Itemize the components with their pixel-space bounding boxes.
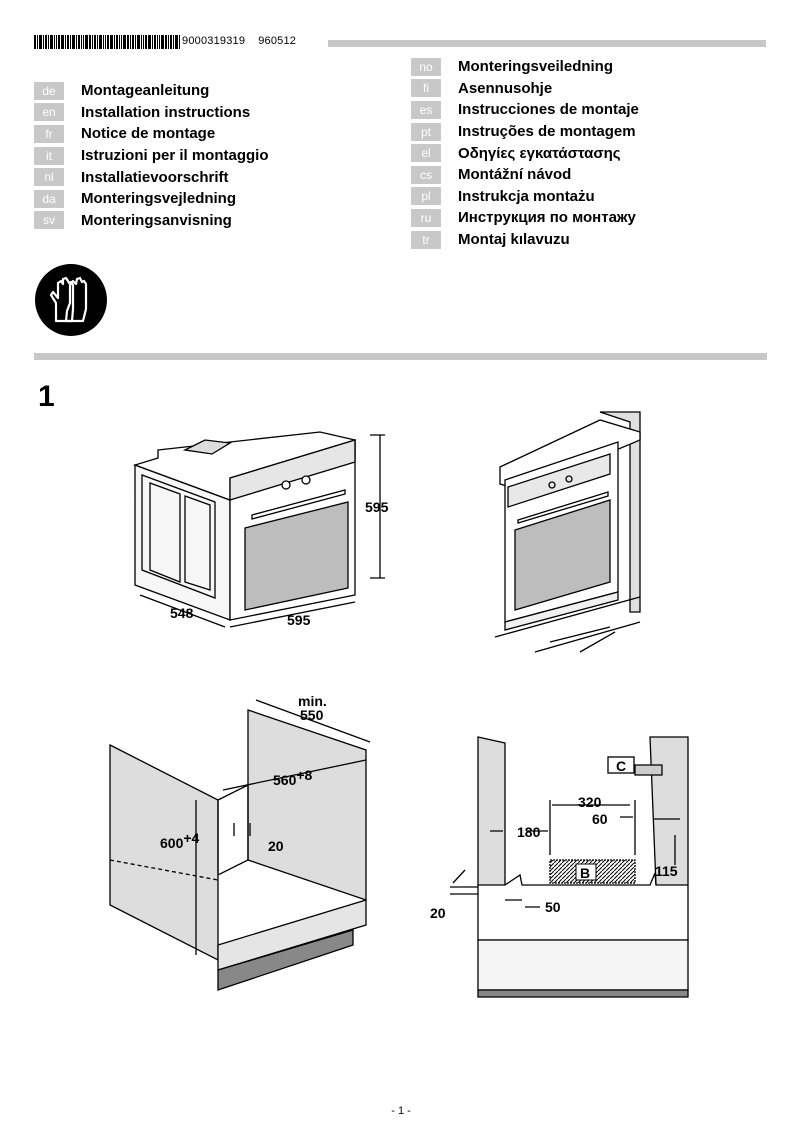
language-title: Monteringsvejledning — [81, 190, 237, 208]
top-rule — [328, 40, 766, 47]
language-title: Instrukcja montażu — [458, 187, 595, 205]
language-code: ru — [411, 208, 441, 227]
oven-width-label: 595 — [287, 612, 311, 628]
language-row-fr: fr Notice de montage — [34, 123, 269, 145]
language-title: Asennusohje — [458, 79, 553, 97]
dim-320: 320 — [578, 794, 602, 810]
language-title: Installation instructions — [81, 103, 251, 121]
step-number: 1 — [38, 380, 55, 413]
language-title: Istruzioni per il montaggio — [81, 147, 269, 165]
language-title: Monteringsveiledning — [458, 58, 614, 76]
language-code: en — [34, 103, 64, 122]
barcode — [34, 35, 180, 49]
language-row-sv: sv Monteringsanvisning — [34, 210, 269, 232]
cabinet-min-depth: 550 — [300, 707, 324, 723]
cabinet-height: 600+4 — [160, 830, 200, 851]
part-number-value: 9000319319 — [182, 35, 246, 47]
language-title: Montaj kılavuzu — [458, 231, 570, 249]
language-title: Notice de montage — [81, 125, 216, 143]
dim-60: 60 — [592, 811, 608, 827]
language-row-pl: pl Instrukcja montażu — [411, 186, 639, 208]
language-row-es: es Instrucciones de montaje — [411, 99, 639, 121]
cabinet-section-figure: B C 320 60 180 115 20 50 — [430, 736, 689, 998]
language-title: Οδηγίες εγκατάστασης — [458, 144, 621, 162]
page-number: - 1 - — [391, 1105, 411, 1117]
language-code: nl — [34, 168, 64, 187]
cabinet-height-tolerance: +4 — [183, 830, 199, 846]
language-list-left: de Montageanleitung en Installation instru… — [34, 80, 269, 231]
dim-180: 180 — [517, 824, 541, 840]
language-row-ru: ru Инструкция по монтажу — [411, 207, 639, 229]
language-row-en: en Installation instructions — [34, 102, 269, 124]
language-code: el — [411, 144, 441, 163]
language-title: Montageanleitung — [81, 82, 210, 100]
language-title: Installatievoorschrift — [81, 168, 229, 186]
part-number: 9000319319 960512 — [182, 35, 296, 47]
oven-dimensions-figure: 595 548 595 — [132, 431, 389, 628]
dim-115: 115 — [655, 863, 678, 879]
dim-50: 50 — [545, 899, 561, 915]
label-c: C — [616, 758, 626, 774]
language-row-pt: pt Instruções de montagem — [411, 121, 639, 143]
cabinet-width-tolerance: +8 — [296, 767, 312, 783]
cabinet-width: 560+8 — [273, 767, 313, 788]
language-code: da — [34, 189, 64, 208]
language-code: pl — [411, 187, 441, 206]
section-rule — [34, 353, 767, 360]
language-code: no — [411, 57, 441, 76]
language-code: pt — [411, 122, 441, 141]
language-code: es — [411, 100, 441, 119]
dim-20: 20 — [430, 905, 446, 921]
language-row-no: no Monteringsveiledning — [411, 56, 639, 78]
cabinet-width-value: 560 — [273, 772, 297, 788]
language-code: de — [34, 81, 64, 100]
language-code: cs — [411, 165, 441, 184]
label-b: B — [580, 865, 590, 881]
cabinet-height-value: 600 — [160, 835, 184, 851]
oven-height-label: 595 — [365, 499, 389, 515]
edition-value: 960512 — [258, 35, 297, 47]
language-row-da: da Monteringsvejledning — [34, 188, 269, 210]
gloves-icon — [35, 264, 107, 336]
language-code: fi — [411, 79, 441, 98]
language-row-tr: tr Montaj kılavuzu — [411, 229, 639, 251]
oven-installed-figure — [494, 411, 641, 653]
language-row-fi: fi Asennusohje — [411, 78, 639, 100]
language-title: Инструкция по монтажу — [458, 209, 636, 227]
language-title: Montážní návod — [458, 166, 572, 184]
language-row-it: it Istruzioni per il montaggio — [34, 145, 269, 167]
cabinet-gap-label: 20 — [268, 838, 284, 854]
language-title: Monteringsanvisning — [81, 211, 232, 229]
language-row-nl: nl Installatievoorschrift — [34, 166, 269, 188]
language-row-el: el Οδηγίες εγκατάστασης — [411, 142, 639, 164]
oven-depth-label: 548 — [170, 605, 194, 621]
language-row-cs: cs Montážní návod — [411, 164, 639, 186]
language-title: Instrucciones de montaje — [458, 101, 639, 119]
language-code: tr — [411, 230, 441, 249]
language-row-de: de Montageanleitung — [34, 80, 269, 102]
cabinet-niche-figure: min. 550 560+8 600+4 20 — [109, 693, 371, 991]
language-title: Instruções de montagem — [458, 123, 636, 141]
language-code: it — [34, 146, 64, 165]
cabinet-min-label: min. — [298, 693, 327, 709]
language-code: sv — [34, 211, 64, 230]
language-code: fr — [34, 124, 64, 143]
